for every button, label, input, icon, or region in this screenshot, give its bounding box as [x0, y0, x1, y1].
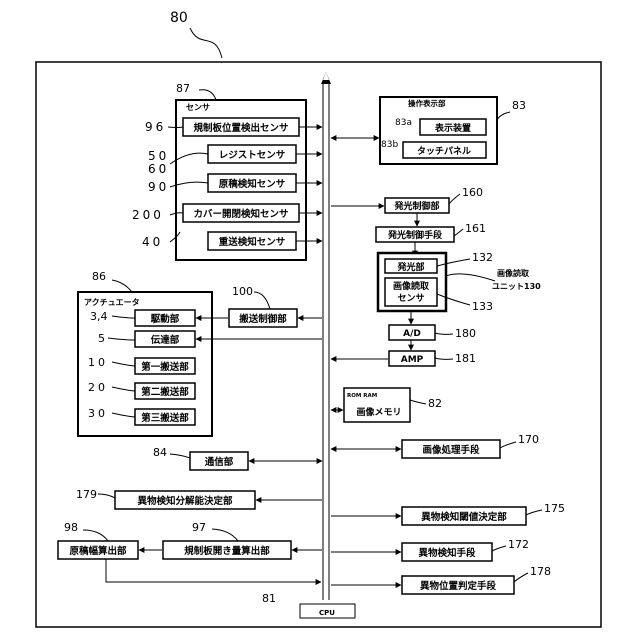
memory-ref: 82 — [428, 397, 442, 410]
touch-panel-ref: 83b — [381, 140, 398, 150]
image-processing-ref: 170 — [518, 433, 539, 446]
threshold-decision-leader — [526, 510, 542, 515]
threshold-decision-label: 異物検知閾値決定部 — [421, 511, 507, 523]
opening-calc-ref: 97 — [192, 521, 206, 534]
operation-panel-ref: 83 — [512, 99, 526, 112]
light-control-label: 発光制御部 — [393, 200, 439, 212]
emitter-label: 発光部 — [396, 261, 424, 273]
sensor-96-leader — [168, 127, 183, 128]
image-sensor-label-1: 画像読取 — [393, 280, 430, 292]
reading-unit-label-2: ユニット130 — [492, 282, 541, 291]
detection-means-leader — [492, 546, 506, 551]
opening-calc-label: 規制板開き量算出部 — [184, 545, 270, 557]
reading-unit-label-1: 画像読取 — [497, 268, 529, 278]
sensor-96-ref: 96 — [145, 120, 166, 134]
image-sensor-ref: 133 — [472, 300, 493, 313]
conveyor-1-ref: 10 — [88, 356, 108, 369]
sensor-40-ref: 40 — [142, 235, 163, 249]
communication-ref: 84 — [153, 446, 167, 459]
sensor-96-label: 規制板位置検出センサ — [193, 122, 288, 134]
width-calc-label: 原稿幅算出部 — [69, 545, 127, 557]
threshold-decision-ref: 175 — [544, 502, 565, 515]
emitter-ref: 132 — [472, 251, 493, 264]
light-means-ref: 161 — [465, 222, 486, 235]
conveyor-1-label: 第一搬送部 — [141, 361, 189, 373]
actuator-group-ref: 86 — [92, 270, 106, 283]
communication-leader — [170, 454, 190, 458]
conveyor-3-ref: 30 — [88, 407, 108, 420]
position-judgment-ref: 178 — [530, 565, 551, 578]
sensor-group-leader — [199, 90, 216, 100]
sensor-50-ref-1: 50 — [148, 149, 169, 163]
operation-panel-leader — [497, 112, 510, 120]
sensor-50-ref-2: 60 — [148, 162, 169, 176]
transmission-ref: 5 — [98, 332, 105, 345]
image-processing-label: 画像処理手段 — [422, 444, 480, 456]
width-calc-leader — [83, 530, 108, 541]
sensor-40-label: 重送検知センサ — [219, 236, 286, 248]
position-judgment-label: 異物位置判定手段 — [420, 580, 497, 592]
sensor-90-ref: 90 — [148, 180, 169, 194]
amp-label: AMP — [401, 355, 424, 365]
light-control-leader — [449, 194, 460, 204]
sensor-group-label: センサ — [186, 103, 210, 112]
light-means-leader — [454, 229, 463, 236]
resolution-decision-ref: 179 — [76, 488, 97, 501]
figure-number: 80 — [170, 10, 188, 26]
opening-calc-leader — [212, 529, 238, 541]
reading-unit-leader — [446, 274, 495, 281]
resolution-decision-leader — [98, 494, 115, 498]
sensor-90-label: 原稿検知センサ — [219, 178, 286, 190]
image-processing-leader — [500, 442, 516, 448]
ad-ref: 180 — [455, 327, 476, 340]
conveyor-3-label: 第三搬送部 — [141, 412, 189, 424]
cpu-label: CPU — [319, 609, 335, 617]
image-sensor-label-2: センサ — [397, 293, 424, 304]
touch-panel-label: タッチパネル — [417, 145, 471, 157]
width-calc-ref: 98 — [64, 521, 78, 534]
transport-control-leader — [254, 292, 270, 309]
memory-label: 画像メモリ — [356, 406, 401, 418]
figure-leader — [190, 28, 222, 58]
ad-label: A/D — [403, 329, 421, 339]
drive-ref: 3,4 — [90, 310, 108, 323]
sensor-200-ref: 200 — [132, 208, 164, 222]
detection-means-ref: 172 — [508, 538, 529, 551]
resolution-decision-label: 異物検知分解能決定部 — [137, 495, 233, 507]
amp-ref: 181 — [455, 352, 476, 365]
operation-panel-label: 操作表示部 — [408, 98, 446, 108]
drive-label: 駆動部 — [150, 313, 180, 325]
position-judgment-leader — [514, 573, 528, 582]
sensor-200-label: カバー開閉検知センサ — [193, 208, 288, 220]
actuator-group-leader — [112, 280, 132, 292]
sensor-group-ref: 87 — [176, 82, 190, 95]
transmission-label: 伝達部 — [151, 334, 180, 346]
display-device-ref: 83a — [395, 118, 412, 128]
conveyor-2-ref: 20 — [88, 381, 108, 394]
actuator-group-label: アクチュエータ — [84, 297, 140, 307]
cpu-ref: 81 — [262, 592, 276, 605]
cpu-bus — [321, 72, 331, 600]
transport-control-label: 搬送制御部 — [239, 313, 287, 325]
light-means-label: 発光制御手段 — [387, 229, 443, 241]
ad-leader — [435, 333, 453, 334]
light-control-ref: 160 — [462, 186, 483, 199]
transport-control-ref: 100 — [232, 285, 253, 298]
arrow-width-to-bus — [106, 559, 321, 582]
detection-means-label: 異物検知手段 — [418, 547, 476, 559]
sensor-50-label: レジストセンサ — [219, 150, 286, 161]
amp-leader — [435, 358, 453, 359]
display-device-label: 表示装置 — [434, 122, 471, 134]
memory-leader — [410, 400, 426, 404]
conveyor-2-label: 第二搬送部 — [141, 386, 189, 398]
memory-top-label: ROM RAM — [347, 393, 377, 399]
communication-label: 通信部 — [205, 456, 234, 468]
